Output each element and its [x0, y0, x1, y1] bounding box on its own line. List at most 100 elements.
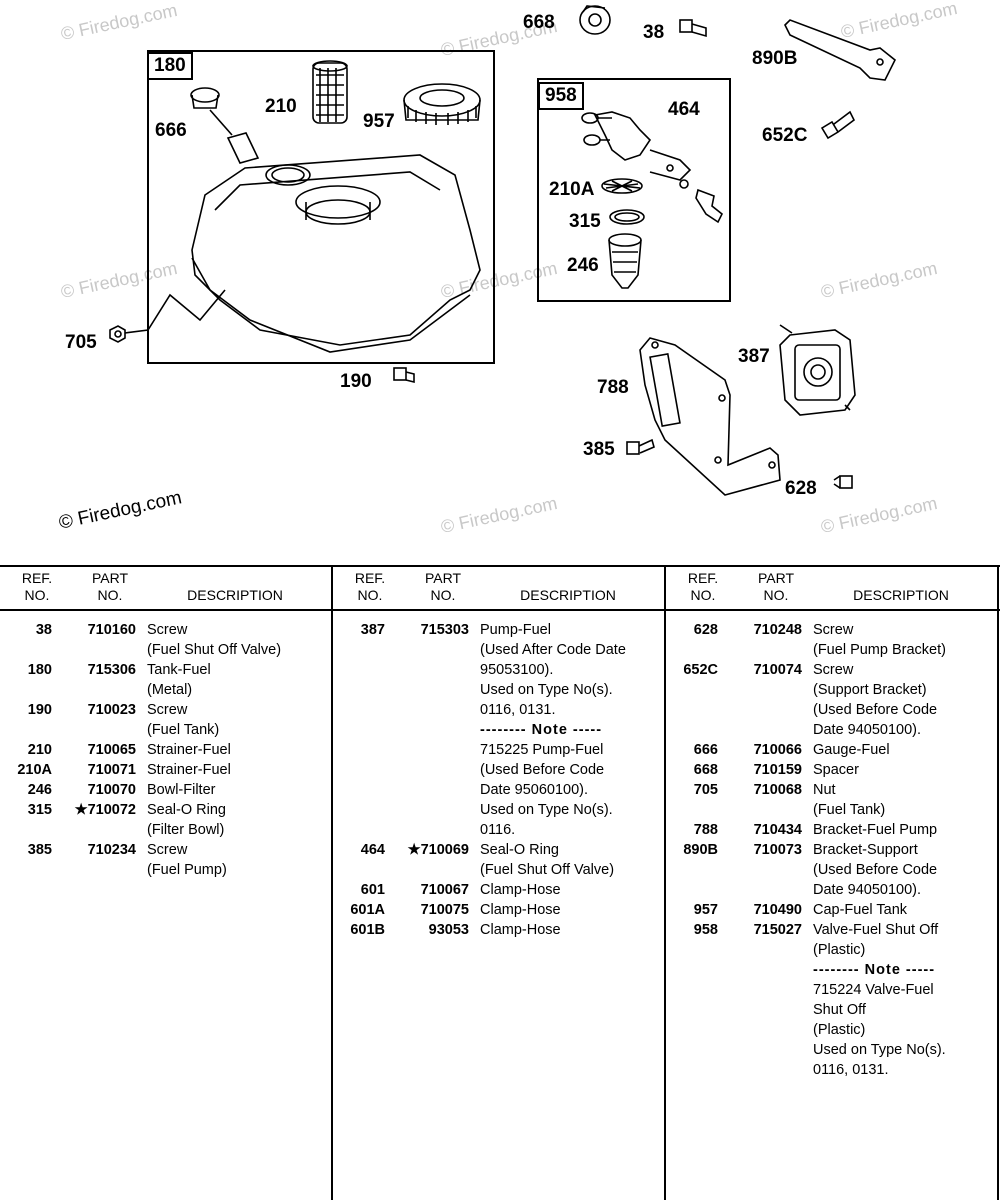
ref-number: 668 [693, 762, 718, 778]
description-line: 0116, 0131. [813, 1062, 889, 1078]
description-line: Clamp-Hose [480, 902, 561, 918]
description-line: (Filter Bowl) [147, 822, 225, 838]
part-number: 710074 [753, 662, 802, 678]
description-line: (Fuel Pump Bracket) [813, 642, 946, 658]
description-line: (Used Before Code [480, 762, 605, 778]
part-description: Strainer-Fuel [147, 740, 330, 760]
part-description: Cap-Fuel Tank [813, 900, 996, 920]
parts-diagram: © Firedog.com © Firedog.com © Firedog.co… [0, 0, 1000, 560]
ref-number: 652C [683, 662, 718, 678]
part-number: 710068 [753, 782, 802, 798]
pump-bracket-drawing [639, 337, 781, 496]
part-number: 710067 [420, 882, 469, 898]
description-line: Used on Type No(s). [480, 682, 613, 698]
support-bracket-drawing [784, 19, 897, 81]
fuel-gauge-drawing [190, 87, 220, 103]
strainer-210a-drawing [601, 178, 643, 194]
ref-number: 957 [693, 902, 718, 918]
description-line: Clamp-Hose [480, 922, 561, 938]
description-line: (Support Bracket) [813, 682, 927, 698]
callout-210: 210 [265, 96, 297, 117]
ref-number: 387 [360, 622, 385, 638]
fuel-tank-group-box [147, 50, 495, 364]
header-ref-no: REF.NO. [687, 570, 719, 603]
description-line: 715225 Pump-Fuel [480, 742, 604, 758]
description-line: Used on Type No(s). [480, 802, 613, 818]
callout-246: 246 [567, 255, 599, 276]
callout-668: 668 [523, 12, 555, 33]
filter-bowl-drawing [608, 233, 642, 247]
description-line: Clamp-Hose [480, 882, 561, 898]
callout-315: 315 [569, 211, 601, 232]
ref-number: 315 [27, 802, 52, 818]
box-label-180: 180 [147, 52, 193, 80]
part-number: 710248 [753, 622, 802, 638]
description-line: (Plastic) [813, 1022, 866, 1038]
fuel-tank-drawing [191, 154, 481, 346]
column-divider [664, 565, 666, 1200]
valve-group-box [537, 78, 731, 302]
ref-number: 601B [350, 922, 385, 938]
part-number: 715027 [753, 922, 802, 938]
part-description: Strainer-Fuel [147, 760, 330, 780]
description-line: Screw [147, 622, 188, 638]
ref-number: 601 [360, 882, 385, 898]
part-number: 710159 [753, 762, 802, 778]
part-description: Gauge-Fuel [813, 740, 996, 760]
header-ref-no: REF.NO. [354, 570, 386, 603]
part-number: 710066 [753, 742, 802, 758]
callout-628: 628 [785, 478, 817, 499]
strainer-drawing [312, 62, 348, 124]
ref-number: 705 [693, 782, 718, 798]
ref-number: 190 [27, 702, 52, 718]
screw-652c-drawing [820, 110, 856, 140]
ref-number: 385 [27, 842, 52, 858]
part-description: Spacer [813, 760, 996, 780]
description-line: Date 94050100). [813, 722, 922, 738]
description-line: (Used Before Code [813, 862, 938, 878]
seal-o-ring-drawing [609, 209, 645, 225]
column-divider [997, 565, 999, 1200]
description-line: (Fuel Tank) [813, 802, 886, 818]
description-line: 95053100). [480, 662, 554, 678]
part-number: 710234 [87, 842, 136, 858]
ref-number: 210A [17, 762, 52, 778]
ref-number: 180 [27, 662, 52, 678]
description-line: Seal-O Ring [480, 842, 559, 858]
description-line: -------- Note ----- [813, 962, 936, 978]
callout-957: 957 [363, 111, 395, 132]
part-description: Clamp-Hose [480, 920, 663, 940]
callout-666: 666 [155, 120, 187, 141]
part-number: 710160 [87, 622, 136, 638]
ref-number: 628 [693, 622, 718, 638]
callout-190: 190 [340, 371, 372, 392]
callout-385: 385 [583, 439, 615, 460]
part-number: ★710069 [407, 842, 469, 858]
nut-drawing [109, 325, 126, 343]
part-description: Seal-O Ring(Fuel Shut Off Valve) [480, 840, 663, 880]
description-line: Bowl-Filter [147, 782, 216, 798]
header-ref-no: REF.NO. [21, 570, 53, 603]
part-number: 710071 [87, 762, 136, 778]
box-label-958: 958 [538, 82, 584, 110]
description-line: Screw [813, 662, 854, 678]
parts-drawing [109, 5, 897, 496]
part-description: Bracket-Fuel Pump [813, 820, 996, 840]
table-top-rule [0, 565, 1000, 567]
part-number: 710434 [753, 822, 802, 838]
ref-number: 890B [683, 842, 718, 858]
ref-number: 210 [27, 742, 52, 758]
description-line: 0116. [480, 822, 516, 838]
part-number: 715306 [87, 662, 136, 678]
description-line: Strainer-Fuel [147, 762, 231, 778]
spacer-drawing [579, 5, 611, 35]
ref-number: 464 [360, 842, 385, 858]
description-line: Screw [147, 842, 188, 858]
part-description: Nut(Fuel Tank) [813, 780, 996, 820]
ref-number: 958 [693, 922, 718, 938]
part-description: Bowl-Filter [147, 780, 330, 800]
ref-number: 788 [693, 822, 718, 838]
